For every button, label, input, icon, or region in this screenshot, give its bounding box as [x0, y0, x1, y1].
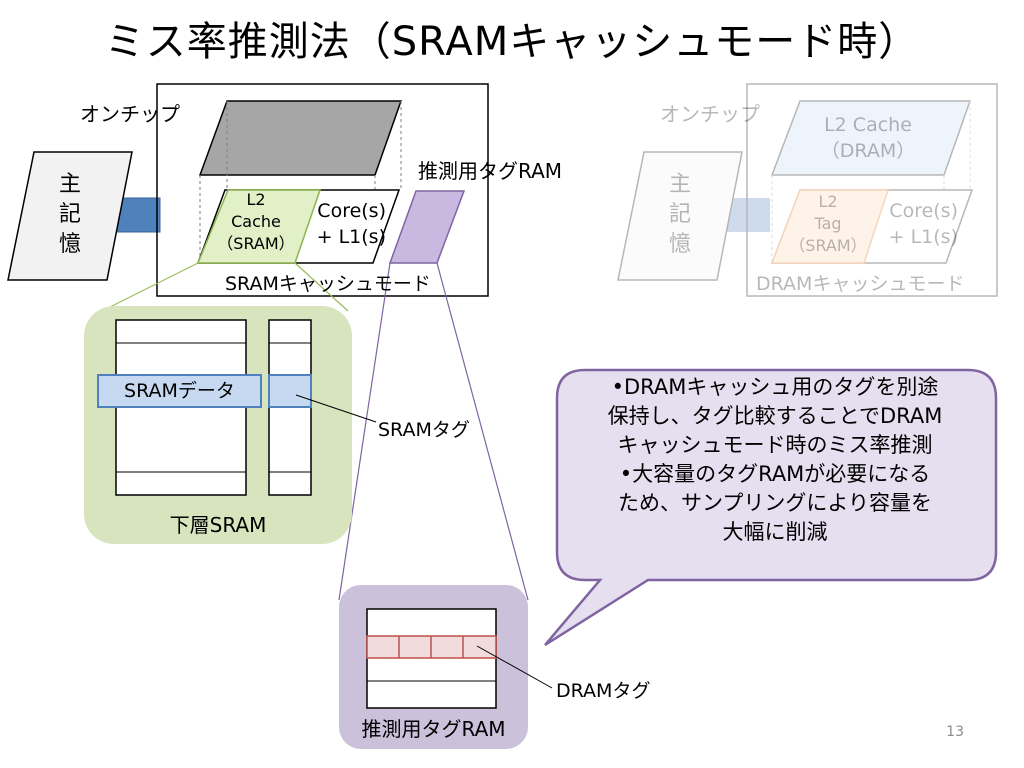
onchip-label-right: オンチップ: [660, 102, 760, 126]
core-label: Core(s) + L1(s): [316, 200, 386, 248]
callout-line: 保持し、タグ比較することでDRAM: [607, 404, 943, 428]
l2-cache-dram-label: L2 Cache （DRAM）: [820, 114, 916, 162]
sram-tag-label: SRAMタグ: [378, 419, 470, 441]
onchip-frame: [156, 83, 489, 297]
tag-ram-label: 推測用タグRAM: [418, 159, 563, 183]
callout-text: •DRAMキャッシュ用のタグを別途 保持し、タグ比較することでDRAM キャッシ…: [560, 373, 990, 547]
l2-tag-sram-label: L2 Tag （SRAM）: [789, 192, 867, 255]
core-label-right: Core(s) + L1(s): [888, 200, 958, 248]
sram-tag-row: [268, 374, 312, 408]
onchip-label: オンチップ: [80, 102, 180, 126]
sram-data-row: [97, 374, 262, 408]
l2-cache-sram-label: L2 Cache （SRAM）: [217, 190, 295, 253]
main-memory-block: [7, 151, 133, 281]
callout-line: ため、サンプリングにより容量を: [618, 491, 932, 515]
callout-line: 大幅に削減: [722, 520, 828, 544]
dram-tag-label: DRAMタグ: [556, 680, 651, 702]
tag-ram-detail-caption: 推測用タグRAM: [361, 717, 506, 741]
callout-line: •DRAMキャッシュ用のタグを別途: [611, 375, 939, 399]
callout-line: •大容量のタグRAMが必要になる: [619, 462, 931, 486]
dram-cache-mode-label: DRAMキャッシュモード: [756, 273, 965, 295]
page-number: 13: [946, 724, 964, 740]
lower-sram-caption: 下層SRAM: [169, 513, 267, 537]
sram-data-label: SRAMデータ: [124, 380, 235, 402]
slide-title: ミス率推測法（SRAMキャッシュモード時）: [104, 19, 920, 65]
sram-cache-mode-label: SRAMキャッシュモード: [225, 273, 431, 295]
speech-callout: [544, 368, 998, 647]
dram-cache-mode-diagram: [617, 83, 998, 297]
main-memory-label-right: 主 記 憶: [668, 172, 691, 257]
main-memory-label: 主 記 憶: [58, 172, 81, 257]
callout-line: キャッシュモード時のミス率推測: [617, 433, 933, 457]
